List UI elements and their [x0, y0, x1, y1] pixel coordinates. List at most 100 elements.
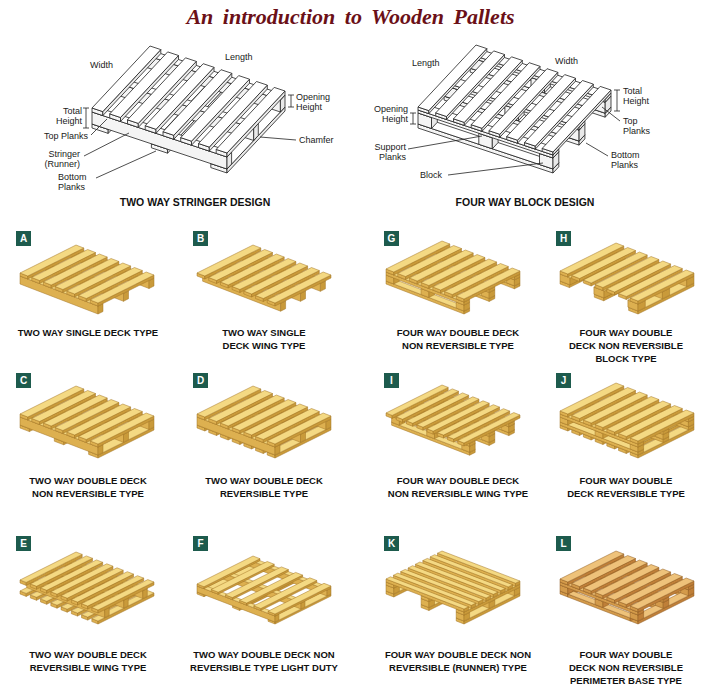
- part-label: Length: [225, 52, 265, 62]
- pallet-face: [216, 87, 285, 153]
- pallet-drawing: [386, 241, 520, 314]
- dimension-line: [86, 108, 87, 128]
- dimension-tick: [410, 113, 416, 114]
- pallet-drawing: [418, 45, 611, 173]
- pallet-drawing: [197, 245, 331, 311]
- type-caption: FOUR WAY DOUBLE DECK NON REVERSIBLE BLOC…: [554, 326, 698, 365]
- letter-label: F: [197, 538, 203, 549]
- pallet-face: [90, 413, 154, 444]
- letter-badge: C: [16, 373, 31, 388]
- part-label: Chamfer: [299, 135, 339, 145]
- letter-badge: L: [556, 536, 571, 551]
- pallet-drawing: [197, 386, 331, 458]
- part-label: Opening Height: [296, 92, 340, 112]
- pallet-face: [630, 410, 694, 441]
- letter-label: B: [197, 233, 204, 244]
- leader-line: [91, 119, 107, 135]
- part-label: Bottom Planks: [611, 150, 647, 170]
- pallet-face: [630, 578, 694, 609]
- part-label: Support Planks: [366, 142, 406, 162]
- letter-label: J: [561, 375, 567, 386]
- letter-badge: G: [384, 231, 399, 246]
- pallet-face: [267, 272, 331, 303]
- dimension-tick: [83, 108, 89, 109]
- letter-label: K: [388, 538, 395, 549]
- part-label: Total Height: [623, 86, 657, 106]
- pallet-face: [386, 577, 469, 609]
- pallet-face: [456, 268, 520, 299]
- pallet-face: [542, 86, 611, 152]
- part-label: Top Planks: [623, 116, 657, 136]
- title: An introduction to Wooden Pallets: [0, 4, 701, 30]
- part-label: Bottom Planks: [58, 172, 94, 192]
- dimension-line: [291, 95, 292, 107]
- part-label: Block: [420, 170, 450, 180]
- type-caption: TWO WAY DOUBLE DECK NON REVERSIBLE TYPE …: [182, 648, 347, 674]
- pallet-face: [275, 416, 331, 447]
- pallet-drawing: [560, 243, 694, 314]
- pallet-drawing: [386, 385, 520, 455]
- dimension-tick: [410, 124, 416, 125]
- part-label: Stringer (Runner): [38, 149, 80, 169]
- leader-line: [260, 137, 296, 140]
- part-label: Opening Height: [366, 104, 408, 124]
- leader-line: [602, 107, 620, 121]
- letter-badge: E: [16, 536, 31, 551]
- type-caption: TWO WAY SINGLE DECK TYPE: [6, 326, 171, 339]
- letter-label: D: [197, 375, 204, 386]
- pallet-face: [98, 582, 154, 613]
- type-caption: FOUR WAY DOUBLE DECK REVERSIBLE TYPE: [554, 474, 698, 500]
- part-label: Width: [555, 56, 595, 66]
- pallet-face: [268, 583, 331, 614]
- pallet-drawing: [197, 556, 331, 624]
- dimension-tick: [614, 111, 620, 112]
- pallet-face: [386, 579, 464, 612]
- design-heading: TWO WAY STRINGER DESIGN: [75, 196, 315, 208]
- dimension-tick: [288, 107, 294, 108]
- dimension-tick: [288, 95, 294, 96]
- pallet-drawing: [92, 46, 285, 173]
- leader-line: [96, 151, 156, 178]
- pallet-drawing: [386, 551, 520, 624]
- pallet-face: [638, 413, 694, 444]
- pallet-face: [98, 416, 154, 447]
- letter-badge: H: [556, 231, 571, 246]
- pallet-face: [92, 580, 154, 610]
- letter-badge: F: [193, 536, 208, 551]
- leader-line: [448, 163, 543, 175]
- letter-badge: A: [16, 231, 31, 246]
- letter-badge: B: [193, 231, 208, 246]
- pallet-face: [275, 275, 331, 306]
- letter-badge: D: [193, 373, 208, 388]
- type-caption: TWO WAY SINGLE DECK WING TYPE: [182, 326, 347, 352]
- letter-label: H: [560, 233, 567, 244]
- part-label: Length: [412, 58, 452, 68]
- letter-label: E: [20, 538, 27, 549]
- pallet-drawing: [20, 552, 154, 624]
- letter-badge: K: [384, 536, 399, 551]
- letter-badge: I: [384, 373, 399, 388]
- dimension-line: [617, 90, 618, 111]
- pallet-face: [638, 581, 694, 612]
- dimension-tick: [83, 128, 89, 129]
- part-label: Top Planks: [28, 131, 88, 141]
- dimension-tick: [614, 90, 620, 91]
- type-caption: FOUR WAY DOUBLE DECK NON REVERSIBLE WING…: [383, 474, 533, 500]
- pallet-face: [630, 270, 694, 301]
- dimension-line: [413, 113, 414, 124]
- pallet-face: [464, 271, 520, 302]
- pallet-face: [464, 415, 520, 446]
- letter-label: I: [390, 375, 393, 386]
- letter-label: G: [388, 233, 396, 244]
- pallet-drawing: [20, 245, 154, 314]
- pallet-drawing: [560, 383, 694, 458]
- type-caption: FOUR WAY DOUBLE DECK NON REVERSIBLE (RUN…: [383, 648, 533, 674]
- type-caption: TWO WAY DOUBLE DECK REVERSIBLE WING TYPE: [6, 648, 171, 674]
- type-caption: TWO WAY DOUBLE DECK NON REVERSIBLE TYPE: [6, 474, 171, 500]
- part-label: Width: [90, 60, 130, 70]
- design-heading: FOUR WAY BLOCK DESIGN: [405, 196, 645, 208]
- pallet-face: [90, 272, 154, 303]
- pallet-drawing: [20, 386, 154, 458]
- pallet-face: [267, 413, 331, 444]
